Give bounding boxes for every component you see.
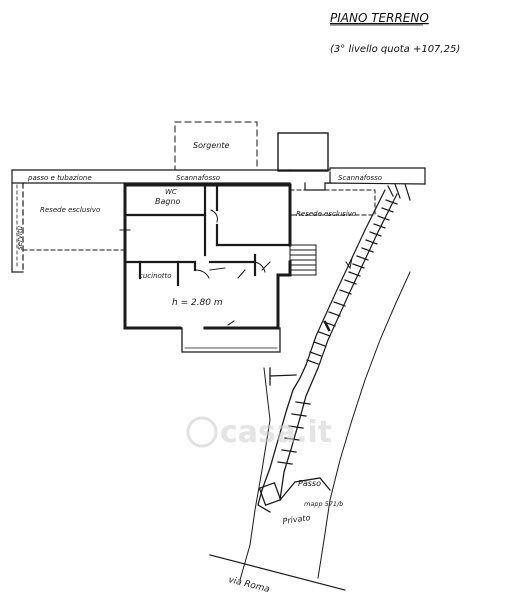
annex-building bbox=[277, 132, 329, 172]
balcony bbox=[181, 327, 281, 353]
label-scannafosso-right: Scannafosso bbox=[338, 174, 382, 182]
label-privato: Privato bbox=[282, 513, 311, 526]
label-scannafosso-top: Scannafosso bbox=[176, 174, 220, 182]
label-resede-right: Resede esclusivo bbox=[296, 210, 356, 218]
passage-strip bbox=[11, 169, 291, 273]
drawing bbox=[11, 121, 426, 591]
label-passo-tubazione: passo e tubazione bbox=[27, 174, 92, 182]
label-bagno: Bagno bbox=[155, 197, 181, 206]
diagonal-staircase bbox=[305, 189, 398, 369]
property-boundary bbox=[239, 271, 411, 581]
interior-walls bbox=[123, 183, 292, 287]
door-marks bbox=[119, 209, 271, 326]
label-passo: Passo bbox=[298, 479, 321, 488]
label-sorgente: Sorgente bbox=[193, 141, 229, 150]
label-mapp: mapp 571/b bbox=[304, 500, 343, 508]
lower-path bbox=[257, 364, 331, 513]
via-roma-road bbox=[209, 554, 346, 591]
label-servitu: servitù bbox=[16, 225, 24, 250]
label-height: h = 2.80 m bbox=[172, 298, 223, 308]
label-resede-left: Resede esclusivo bbox=[40, 206, 100, 214]
label-cucinotto: cucinotto bbox=[139, 272, 172, 280]
resede-right-outline bbox=[289, 189, 376, 216]
plan-title: PIANO TERRENO bbox=[330, 11, 429, 25]
plan-subtitle: (3° livello quota +107,25) bbox=[330, 44, 460, 55]
entrance-steps bbox=[289, 244, 317, 276]
watermark: casa.it bbox=[186, 415, 332, 450]
label-wc: WC bbox=[165, 188, 177, 196]
watermark-text: casa.it bbox=[220, 415, 332, 450]
stair-arrow bbox=[345, 257, 353, 270]
